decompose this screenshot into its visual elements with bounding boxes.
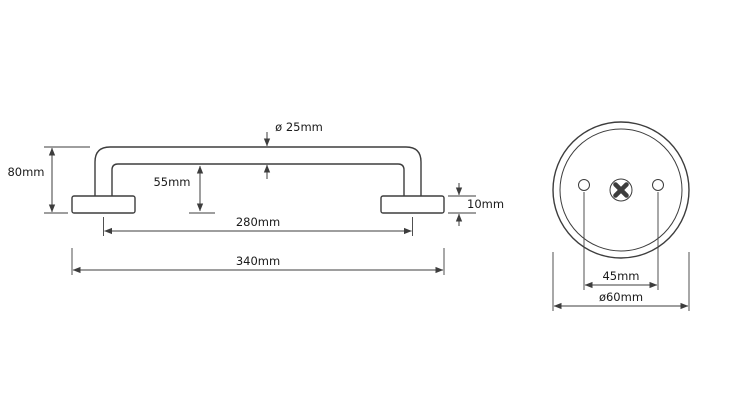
dim-label-mount-to-tube: 55mm xyxy=(153,175,190,189)
dim-label-screw-spacing: 45mm xyxy=(602,269,639,283)
tube-inner-contour xyxy=(111,163,405,196)
right-flange xyxy=(380,195,445,214)
dim-label-flange-diameter: ø60mm xyxy=(599,290,643,304)
left-flange xyxy=(71,195,136,214)
dim-label-tube-diameter: ø 25mm xyxy=(275,120,323,134)
flange-outer-circle xyxy=(552,121,690,259)
dim-label-overall-height: 80mm xyxy=(7,165,44,179)
screw-hole-left xyxy=(578,179,590,191)
side-view: ø 25mm 55mm 80mm 10mm 280mm xyxy=(7,120,504,275)
dim-label-overall-length: 340mm xyxy=(236,254,280,268)
screw-hole-right xyxy=(652,179,664,191)
front-view: 45mm ø60mm xyxy=(552,121,690,311)
tube-outer-contour xyxy=(94,146,422,196)
dim-label-flange-thickness: 10mm xyxy=(467,197,504,211)
screw-cross-icon xyxy=(613,182,629,198)
dim-label-mount-spacing: 280mm xyxy=(236,215,280,229)
flange-inner-circle xyxy=(559,128,683,252)
center-screw-circle xyxy=(609,178,633,202)
